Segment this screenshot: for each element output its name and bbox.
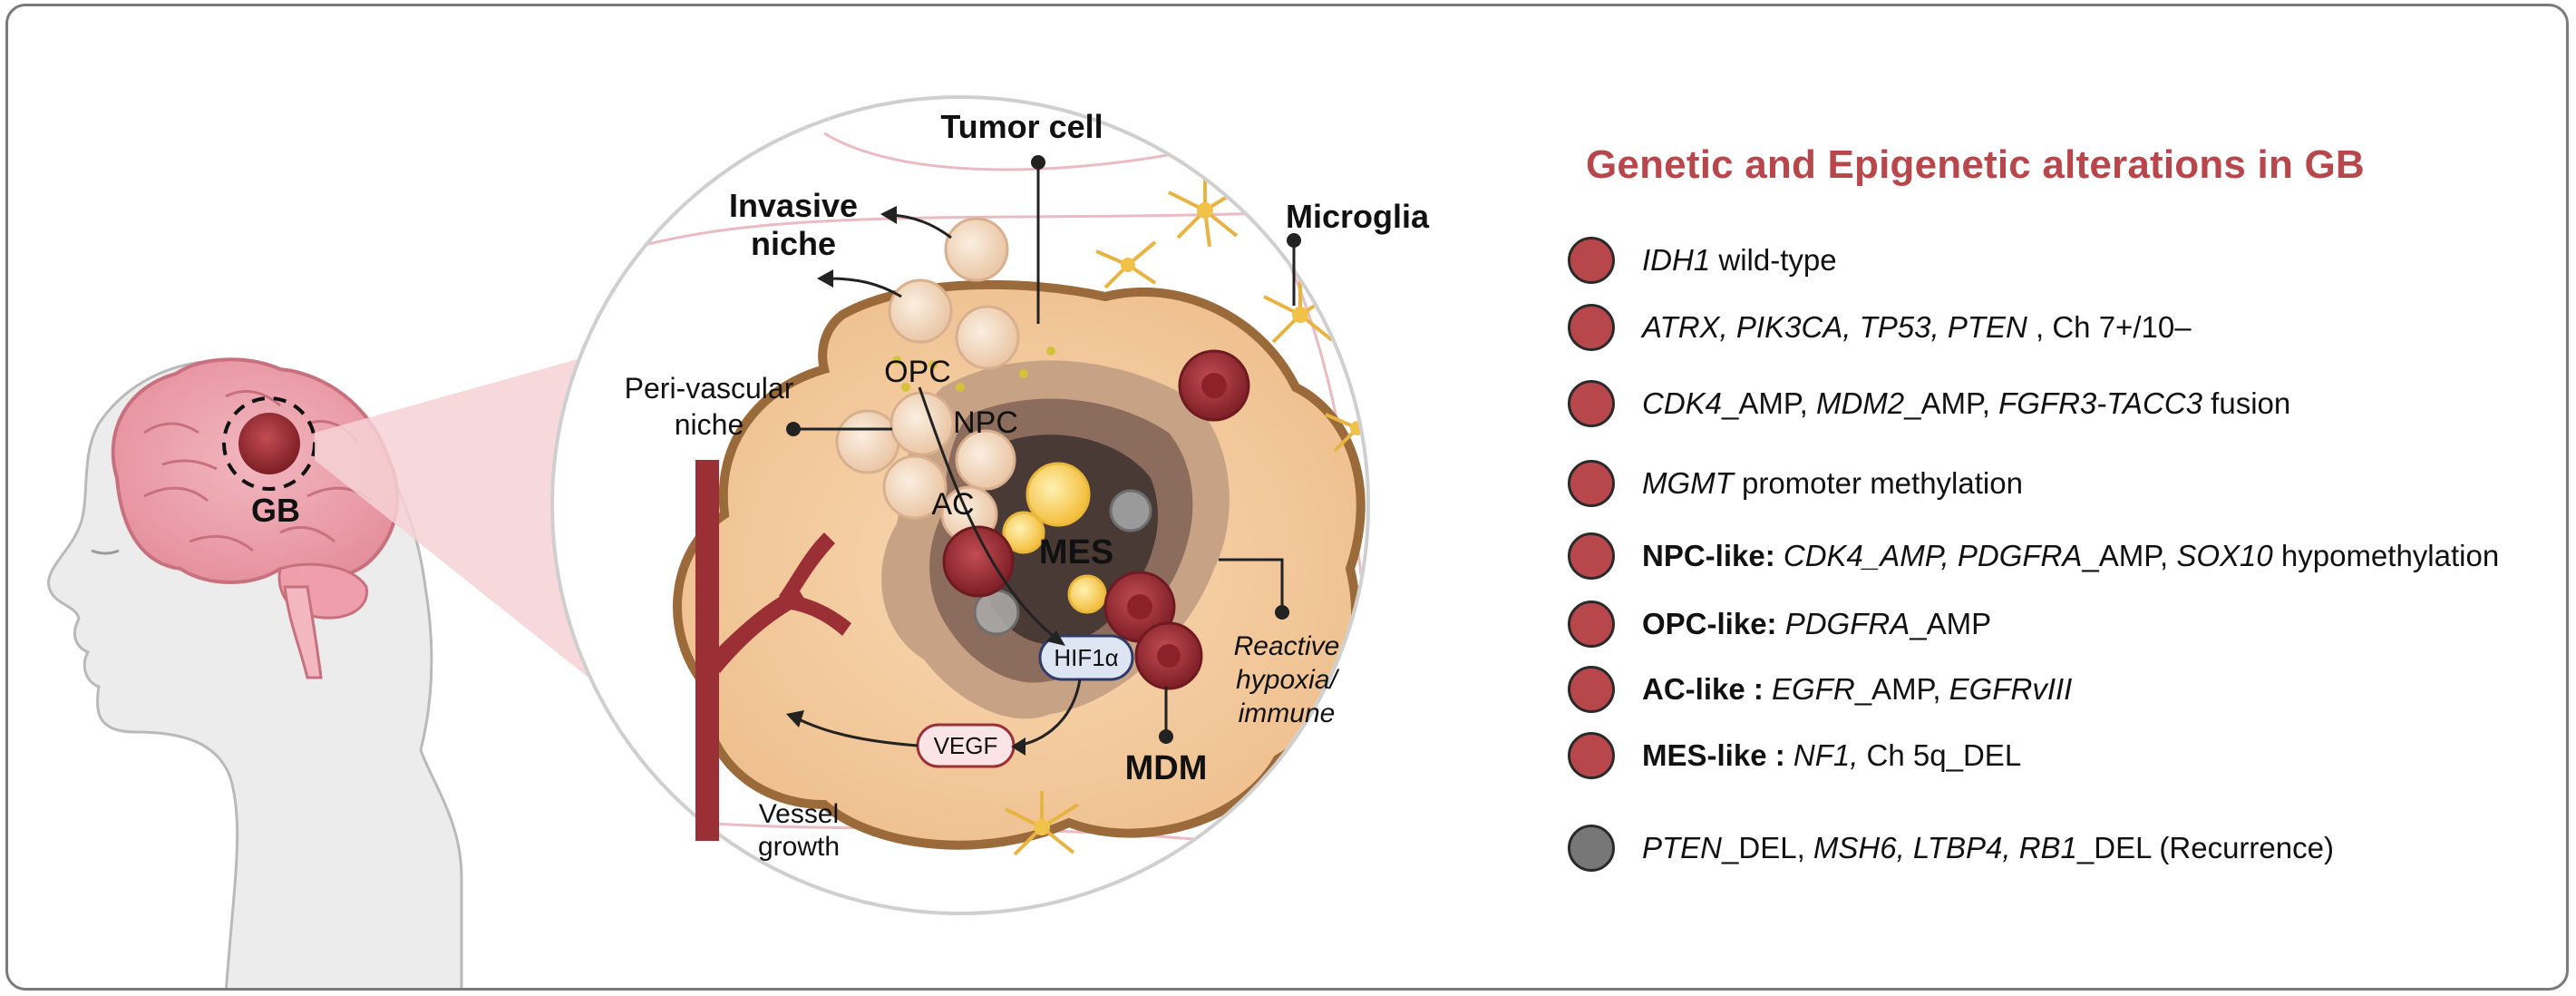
legend-item: MES-like : NF1, Ch 5q_DEL (1568, 732, 2021, 779)
legend-text-part: _AMP, (1904, 386, 1999, 420)
legend-text-part: FGFR3-TACC3 (1998, 386, 2203, 420)
alteration-dot-icon (1568, 460, 1615, 507)
recurrence-dot-icon (1568, 825, 1615, 872)
legend-text-part: _AMP, (1854, 672, 1949, 706)
legend-item-text: ATRX, PIK3CA, TP53, PTEN , Ch 7+/10– (1642, 310, 2192, 345)
legend-item-text: IDH1 wild-type (1642, 243, 1837, 278)
hif1a-badge: HIF1α (1038, 634, 1134, 681)
head-illustration: GB (47, 357, 463, 988)
legend-text-part: CDK4_AMP, PDGFRA (1783, 539, 2083, 572)
legend-item: NPC-like: CDK4_AMP, PDGFRA_AMP, SOX10 hy… (1568, 532, 2499, 580)
legend-text-part: ATRX, PIK3CA, TP53, PTEN (1642, 310, 2027, 344)
legend-text-part: CDK4 (1642, 386, 1723, 420)
blood-vessel (695, 460, 851, 841)
label-reactive-1: Reactive (1234, 631, 1340, 661)
label-mes: MES (1039, 533, 1113, 571)
label-tumor-cell: Tumor cell (940, 108, 1103, 145)
legend-text-part: _AMP, (1722, 386, 1816, 420)
brainstem (283, 585, 323, 679)
gb-illustration: GB (47, 95, 1430, 988)
zoom-cone (315, 351, 607, 678)
alteration-dot-icon (1568, 237, 1615, 284)
vegf-badge: VEGF (916, 723, 1016, 768)
mdm-cells (942, 349, 1250, 690)
label-invasive-1: Invasive (729, 187, 858, 224)
label-reactive-3: immune (1239, 698, 1336, 728)
legend-text-part: fusion (2202, 386, 2291, 420)
legend-text-part: PTEN (1642, 831, 1723, 864)
legend-text-part: _AMP, (2082, 539, 2177, 572)
legend-item-text: CDK4_AMP, MDM2_AMP, FGFR3-TACC3 fusion (1642, 386, 2290, 421)
leader-lines (793, 162, 1296, 747)
legend-text-part: EGFR (1772, 672, 1855, 706)
legend-item: IDH1 wild-type (1568, 237, 1837, 284)
legend-text-part: _DEL, (1722, 831, 1813, 864)
legend-text-part: MSH6, LTBP4, RB1 (1813, 831, 2077, 864)
legend-text-part: MDM2 (1815, 386, 1905, 420)
invasive-cells (835, 217, 1020, 543)
alteration-dot-icon (1568, 380, 1615, 427)
alteration-dot-icon (1568, 532, 1615, 580)
legend-text-part: OPC-like: (1642, 607, 1785, 640)
legend-item: OPC-like: PDGFRA_AMP (1568, 601, 1991, 648)
figure-frame: GB (5, 4, 2569, 991)
legend-item: PTEN_DEL, MSH6, LTBP4, RB1_DEL (Recurren… (1568, 825, 2334, 872)
legend-text-part: IDH1 (1642, 243, 1711, 277)
legend-text-part: NF1, (1793, 738, 1859, 772)
label-vessel-1: Vessel (759, 799, 839, 829)
legend-item-text: OPC-like: PDGFRA_AMP (1642, 607, 1991, 641)
legend-text-part: Ch 5q_DEL (1858, 738, 2022, 772)
label-invasive-2: niche (751, 225, 836, 262)
label-microglia: Microglia (1286, 198, 1430, 235)
vegf-label: VEGF (934, 732, 998, 759)
legend-item-text: AC-like : EGFR_AMP, EGFRvIII (1642, 672, 2072, 707)
gb-label: GB (251, 492, 300, 529)
label-ac: AC (931, 487, 974, 522)
alteration-dot-icon (1568, 304, 1615, 351)
legend-text-part: _AMP (1910, 607, 1992, 640)
legend-text-part: hypomethylation (2272, 539, 2500, 572)
legend-item: CDK4_AMP, MDM2_AMP, FGFR3-TACC3 fusion (1568, 380, 2290, 427)
label-reactive-2: hypoxia/ (1236, 665, 1339, 695)
legend-item-text: PTEN_DEL, MSH6, LTBP4, RB1_DEL (Recurren… (1642, 831, 2334, 865)
legend-item: ATRX, PIK3CA, TP53, PTEN , Ch 7+/10– (1568, 304, 2192, 351)
legend-item-text: NPC-like: CDK4_AMP, PDGFRA_AMP, SOX10 hy… (1642, 539, 2499, 573)
gb-tumor (238, 413, 300, 474)
arrow-heads (786, 155, 1301, 756)
legend-text-part: EGFRvIII (1949, 672, 2073, 706)
eye-line (91, 549, 120, 555)
label-mdm: MDM (1125, 749, 1208, 787)
alteration-dot-icon (1568, 666, 1615, 713)
legend-item-text: MGMT promoter methylation (1642, 466, 2023, 501)
legend-text-part: wild-type (1710, 243, 1837, 277)
legend-text-part: promoter methylation (1733, 466, 2023, 500)
legend-text-part: AC-like : (1642, 672, 1773, 706)
legend-text-part: MGMT (1642, 466, 1734, 500)
legend-item-text: MES-like : NF1, Ch 5q_DEL (1642, 738, 2021, 773)
label-npc: NPC (953, 405, 1018, 440)
ac-cell (1026, 462, 1091, 527)
alteration-dot-icon (1568, 732, 1615, 779)
label-perivascular-2: niche (675, 408, 744, 441)
hif1a-label: HIF1α (1054, 644, 1118, 671)
legend-text-part: SOX10 (2176, 539, 2273, 572)
alteration-dot-icon (1568, 601, 1615, 648)
legend-item: AC-like : EGFR_AMP, EGFRvIII (1568, 666, 2072, 713)
legend-text-part: _DEL (Recurrence) (2076, 831, 2334, 864)
legend-title: Genetic and Epigenetic alterations in GB (1586, 142, 2365, 187)
legend-text-part: , Ch 7+/10– (2027, 310, 2192, 344)
legend-item: MGMT promoter methylation (1568, 460, 2023, 507)
label-perivascular-1: Peri-vascular (625, 372, 794, 405)
alterations-legend: Genetic and Epigenetic alterations in GB… (1568, 142, 2565, 872)
legend-text-part: NPC-like: (1642, 539, 1784, 572)
label-opc: OPC (884, 355, 951, 389)
legend-text-part: PDGFRA (1784, 607, 1910, 640)
legend-text-part: MES-like : (1642, 738, 1793, 772)
label-vessel-2: growth (758, 832, 840, 862)
